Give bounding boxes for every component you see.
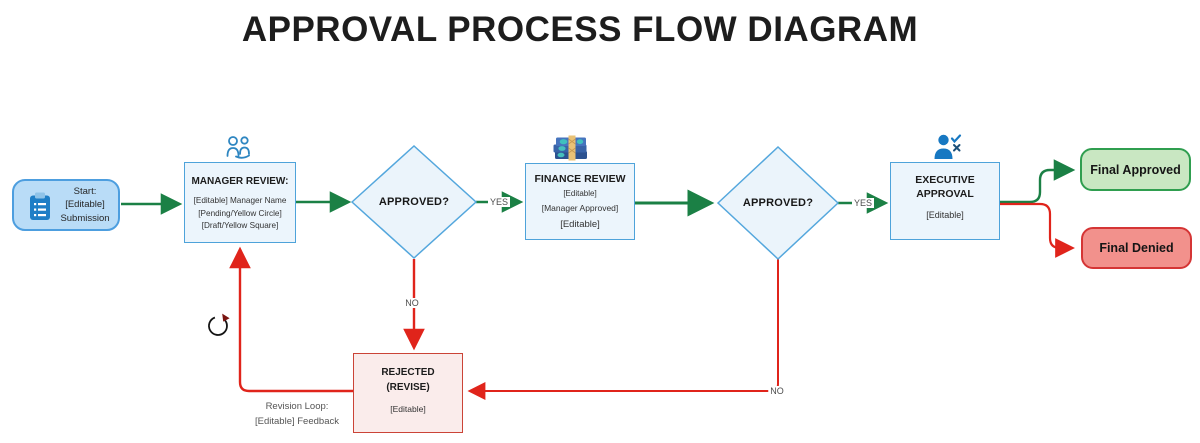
executive-approval-title: EXECUTIVE APPROVAL [915,174,975,201]
manager-review-lines: [Editable] Manager Name [Pending/Yellow … [193,196,287,231]
edge-executive-to-final-denied [1000,202,1075,258]
edge-rejected-revision-loop-to-manager [229,246,353,393]
executive-line-1: [Editable] [926,210,964,221]
rejected-revise-node[interactable]: REJECTED (REVISE) [Editable] [353,353,463,433]
money-stack-icon [553,135,587,161]
page-title: APPROVAL PROCESS FLOW DIAGRAM [241,10,919,49]
edge-label-yes-1: YES [487,197,511,207]
rejected-title: REJECTED (REVISE) [381,367,435,393]
finance-line-1: [Editable] [563,189,597,198]
manager-review-node[interactable]: MANAGER REVIEW: [Editable] Manager Name … [184,162,296,243]
decision-1-label: APPROVED? [378,196,450,208]
revision-loop-note: Revision Loop: [Editable] Feedback [255,401,339,427]
start-node-text: Start: [Editable] Submission [60,186,110,224]
final-approved-label: Final Approved [1090,162,1181,177]
team-icon [226,136,250,159]
clipboard-icon [30,192,50,220]
person-check-icon [934,134,962,159]
finance-line-2: [Manager Approved] [541,203,619,213]
decision-2-shape[interactable] [716,145,840,261]
edge-label-no-1: NO [403,298,421,308]
finance-review-node[interactable]: FINANCE REVIEW [Editable] [Manager Appro… [525,163,635,240]
loop-arrow-icon [208,313,230,336]
edge-executive-to-final-approved [1000,159,1076,204]
edge-decision2-no-to-rejected [467,259,779,400]
final-approved-node[interactable]: Final Approved [1080,148,1191,191]
decision-2-label: APPROVED? [742,197,814,209]
final-denied-node[interactable]: Final Denied [1081,227,1192,269]
executive-approval-node[interactable]: EXECUTIVE APPROVAL [Editable] [890,162,1000,240]
start-node[interactable]: Start: [Editable] Submission [12,179,120,231]
finance-review-title: FINANCE REVIEW [534,173,626,185]
final-denied-label: Final Denied [1099,241,1174,255]
edge-label-yes-2: YES [851,198,875,208]
finance-line-3: [Editable] [560,219,600,230]
manager-review-title: MANAGER REVIEW: [191,176,289,187]
rejected-line-1: [Editable] [390,404,426,414]
edge-label-no-2: NO [768,386,786,396]
decision-1-shape[interactable] [350,144,478,260]
